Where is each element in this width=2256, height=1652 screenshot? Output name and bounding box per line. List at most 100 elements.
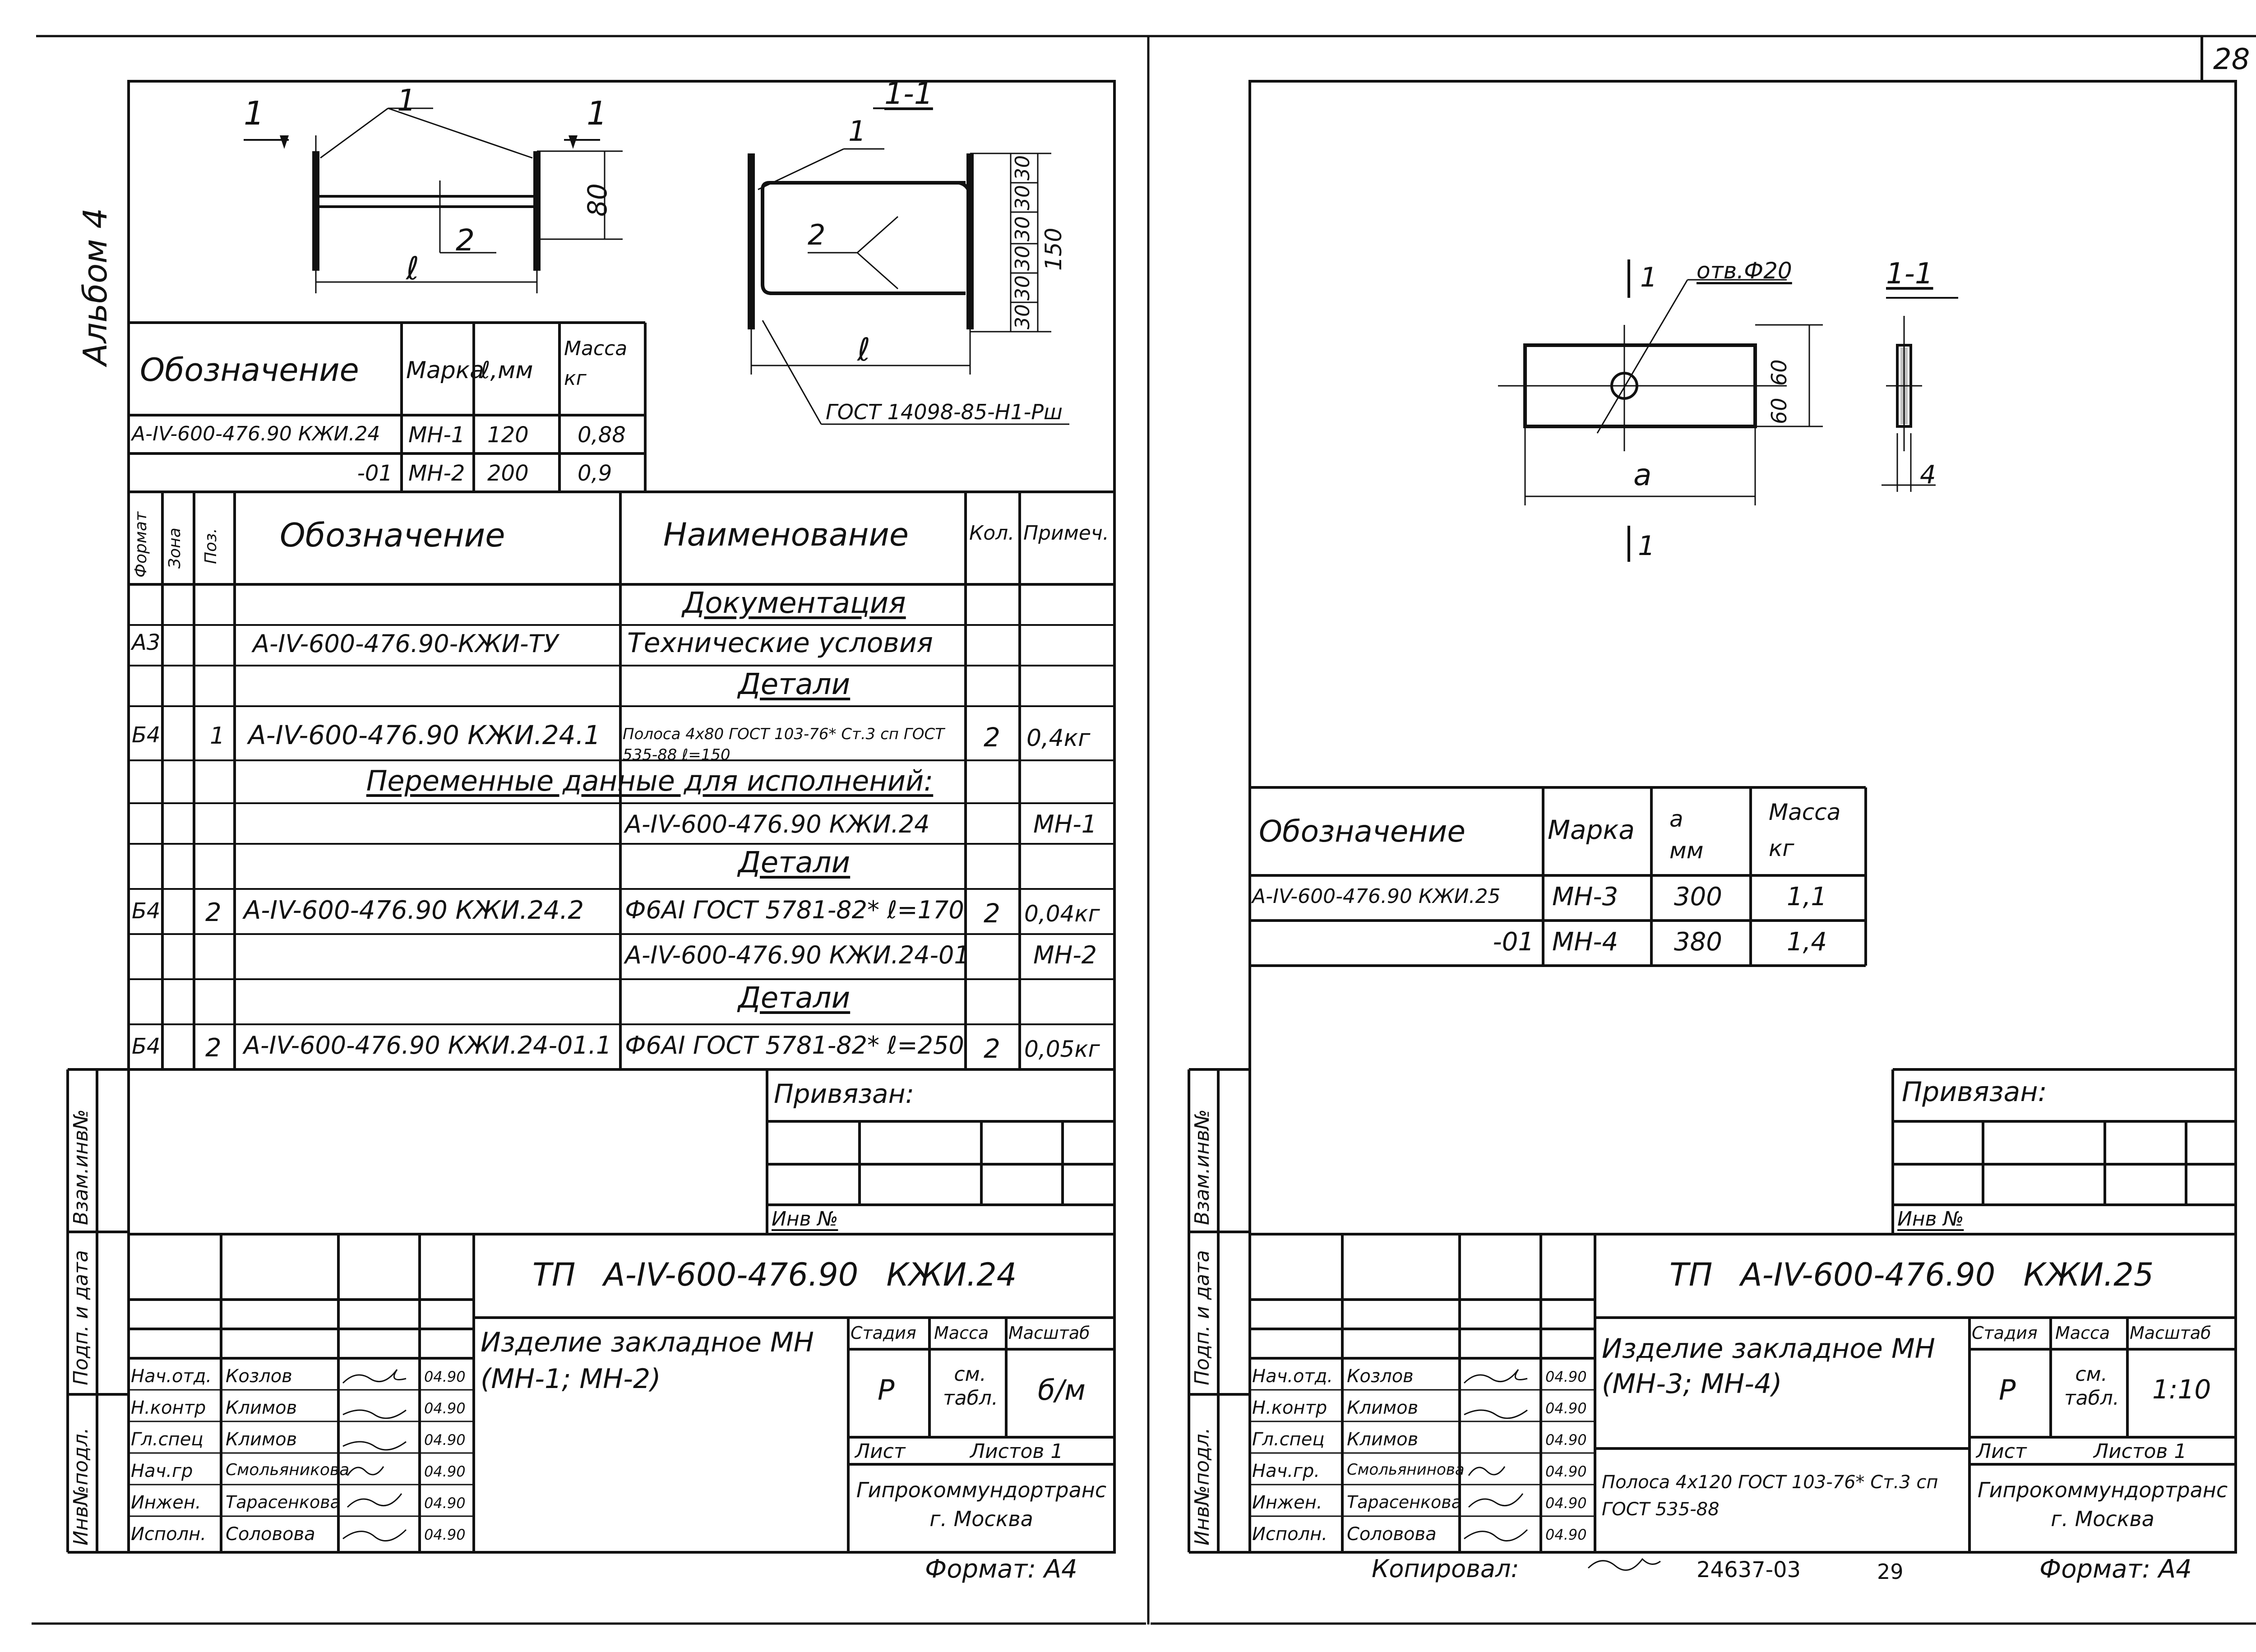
right-stamp-name-1: Козлов — [1347, 1366, 1414, 1387]
archive-number: 24637-03 — [1697, 1557, 1801, 1583]
stamp-date-3: 04.90 — [424, 1431, 466, 1448]
sec-leader-2: 2 — [808, 218, 826, 251]
right-stamp-stage: Р — [1999, 1374, 2016, 1407]
spec-row-11-note: 0,05кг — [1024, 1036, 1100, 1062]
brand-th-length: ℓ,мм — [481, 357, 533, 384]
format-left: Формат: А4 — [925, 1555, 1077, 1584]
stamp-title: Изделие закладное МН (МН-1; МН-2) — [481, 1327, 814, 1395]
right-stamp-role-4: Нач.гр. — [1252, 1461, 1320, 1481]
right-stamp-name-3: Климов — [1347, 1429, 1419, 1450]
section-title-1-1: 1-1 — [884, 76, 933, 111]
fig-section-mark-left: 1 — [244, 94, 264, 132]
rbrand-row-1-mark: МН-3 — [1552, 882, 1618, 912]
stamp-scale-label: Масштаб — [1008, 1323, 1090, 1343]
spec-row-9-name: А-IV-600-476.90 КЖИ.24-01 — [625, 941, 970, 969]
spec-row-4-designation: А-IV-600-476.90 КЖИ.24.1 — [248, 720, 601, 750]
rbrand-th-designation: Обозначение — [1259, 814, 1465, 849]
brand-row-1-mass: 0,88 — [578, 422, 626, 448]
fig-leader-1: 1 — [397, 83, 416, 118]
right-inv-no-label: Инв № — [1897, 1208, 1964, 1231]
stamp-stage-label: Стадия — [851, 1323, 916, 1343]
right-stamp-mass-label: Масса — [2055, 1323, 2110, 1343]
fig-section-mark-right: 1 — [587, 94, 607, 132]
weld-note: ГОСТ 14098-85-Н1-Рш — [826, 400, 1063, 424]
spec-row-9-note: МН-2 — [1033, 941, 1097, 969]
copied-label: Копировал: — [1372, 1555, 1519, 1583]
brand-row-2-length: 200 — [487, 461, 529, 486]
spec-row-7-heading: Детали — [738, 846, 851, 879]
brand-row-2-mass: 0,9 — [578, 461, 612, 486]
spec-th-qty: Кол. — [969, 522, 1015, 545]
stamp-name-6: Соловова — [226, 1524, 315, 1545]
right-stamp-role-3: Гл.спец — [1252, 1429, 1325, 1450]
spec-row-5-variable-data: Переменные данные для исполнений: — [366, 764, 934, 797]
spec-row-8-name: Ф6АI ГОСТ 5781-82* ℓ=170 — [625, 896, 964, 924]
inv-no-label: Инв № — [772, 1208, 838, 1231]
right-stamp-role-2: Н.контр — [1252, 1397, 1327, 1418]
brand-row-1-designation: А-IV-600-476.90 КЖИ.24 — [132, 422, 380, 445]
spec-row-11-pos: 2 — [205, 1033, 222, 1063]
right-stamp-org: Гипрокоммундортранс г. Москва — [1977, 1478, 2228, 1532]
spec-row-2-format: А3 — [132, 630, 161, 655]
stamp-name-4: Смольяникова — [226, 1461, 350, 1479]
right-stamp-mass: см. табл. — [2064, 1363, 2119, 1410]
dim-4: 4 — [1920, 460, 1936, 490]
stamp-role-1: Нач.отд. — [131, 1366, 212, 1387]
stamp-date-5: 04.90 — [424, 1495, 466, 1512]
spec-row-6-name: А-IV-600-476.90 КЖИ.24 — [625, 810, 930, 838]
right-stamp-name-2: Климов — [1347, 1397, 1419, 1418]
spec-row-11-format: Б4 — [132, 1034, 161, 1059]
spec-th-name: Наименование — [663, 516, 909, 553]
spec-row-4-note: 0,4кг — [1026, 725, 1091, 752]
stamp-date-6: 04.90 — [424, 1526, 466, 1543]
right-stamp-name-4: Смольянинова — [1347, 1461, 1465, 1479]
rbrand-row-2-designation: -01 — [1493, 927, 1534, 957]
rbrand-row-2-a: 380 — [1674, 927, 1722, 957]
right-stamp-sheet-label: Лист — [1976, 1440, 2027, 1463]
spec-row-8-pos: 2 — [205, 898, 222, 927]
stamp-name-1: Козлов — [226, 1366, 292, 1387]
spec-row-8-designation: А-IV-600-476.90 КЖИ.24.2 — [244, 896, 584, 925]
right-stamp-scale: 1:10 — [2152, 1374, 2211, 1405]
stamp-org: Гипрокоммундортранс г. Москва — [856, 1478, 1107, 1532]
stamp-role-6: Исполн. — [131, 1524, 206, 1545]
spec-row-8-qty: 2 — [984, 898, 1000, 929]
spec-row-4-qty: 2 — [984, 722, 1000, 753]
privyazan-label: Привязан: — [774, 1078, 915, 1109]
right-stamp-name-5: Тарасенкова — [1347, 1492, 1462, 1512]
brand-row-2-designation: -01 — [357, 461, 393, 486]
stamp-name-2: Климов — [226, 1397, 297, 1418]
rbrand-row-1-designation: А-IV-600-476.90 КЖИ.25 — [1252, 885, 1501, 908]
section-mark-top: 1 — [1640, 262, 1658, 293]
fig-leader-2: 2 — [456, 223, 475, 258]
stamp-name-3: Климов — [226, 1429, 297, 1450]
right-stamp-role-5: Инжен. — [1252, 1492, 1322, 1513]
spec-row-3-heading: Детали — [738, 668, 851, 701]
spec-row-10-heading: Детали — [738, 981, 851, 1015]
stamp-mass: см. табл. — [943, 1363, 998, 1410]
rbrand-row-2-mass: 1,4 — [1787, 927, 1827, 957]
right-stamp-scale-label: Масштаб — [2130, 1323, 2211, 1343]
stamp-mass-label: Масса — [934, 1323, 989, 1343]
stamp-date-4: 04.90 — [424, 1463, 466, 1480]
brand-row-1-length: 120 — [487, 422, 529, 448]
spec-row-1-heading: Документация — [682, 587, 906, 620]
stamp-role-4: Нач.гр — [131, 1461, 193, 1481]
stamp-role-2: Н.контр — [131, 1397, 206, 1418]
spec-row-11-name: Ф6АI ГОСТ 5781-82* ℓ=250 — [625, 1031, 964, 1060]
dim-a: a — [1633, 458, 1652, 492]
format-right: Формат: А4 — [2039, 1555, 2192, 1584]
stamp-role-3: Гл.спец — [131, 1429, 203, 1450]
right-privyazan-label: Привязан: — [1902, 1076, 2047, 1108]
spec-row-8-note: 0,04кг — [1024, 901, 1100, 927]
stamp-sheets-label: Листов 1 — [970, 1440, 1063, 1463]
spec-row-6-note: МН-1 — [1033, 810, 1097, 838]
right-stamp-material: Полоса 4х120 ГОСТ 103-76* Ст.3 сп ГОСТ 5… — [1602, 1472, 1938, 1520]
right-stamp-stage-label: Стадия — [1972, 1323, 2038, 1343]
spec-row-4-name: Полоса 4х80 ГОСТ 103-76* Ст.3 сп ГОСТ 53… — [623, 725, 945, 764]
right-stamp-role-1: Нач.отд. — [1252, 1366, 1333, 1387]
spec-row-8-format: Б4 — [132, 898, 161, 924]
